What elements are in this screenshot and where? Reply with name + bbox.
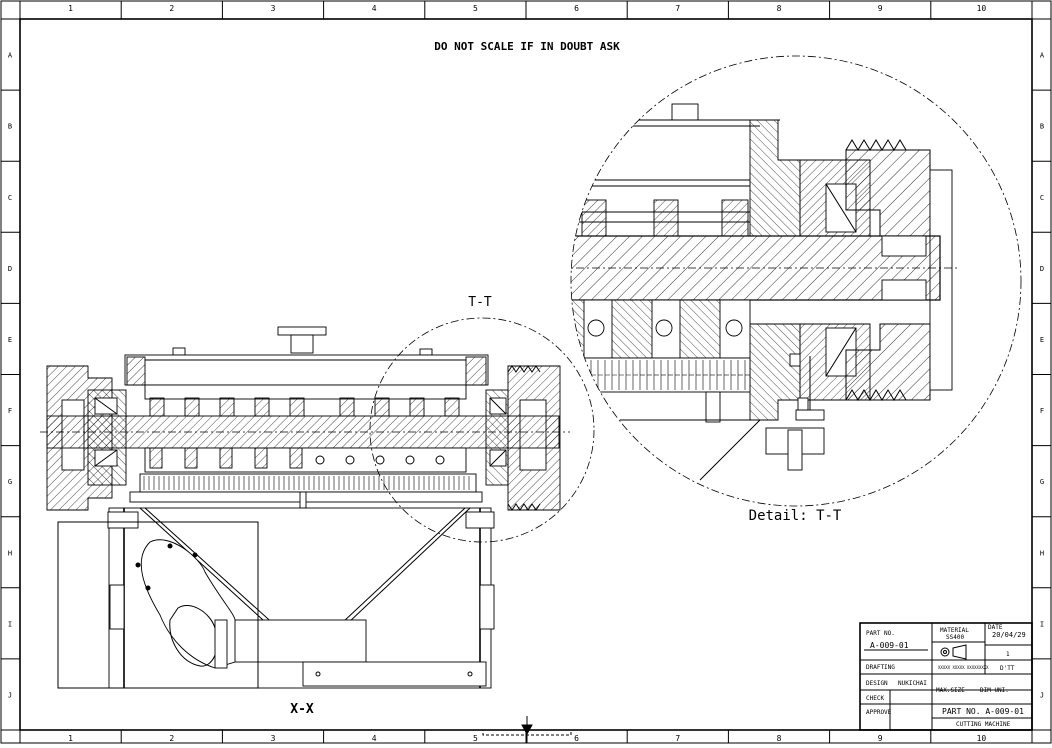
border-column-label: 9 xyxy=(878,734,883,743)
border-column-label: 2 xyxy=(169,4,174,13)
border-row-label: B xyxy=(1040,123,1044,131)
tb-dim-label: DIM UNI. xyxy=(980,687,1009,694)
tb-date-value: 20/04/29 xyxy=(992,631,1026,639)
tb-projection-note: XXXXX XXXXX XXXXXXXXX xyxy=(938,665,989,670)
border-column-label: 5 xyxy=(473,4,478,13)
border-column-label: 3 xyxy=(271,4,276,13)
border-column-label: 5 xyxy=(473,734,478,743)
border-column-label: 10 xyxy=(977,734,987,743)
tb-part-no-label: PART NO. xyxy=(866,630,895,637)
border-column-label: 8 xyxy=(777,4,782,13)
border-row-label: F xyxy=(1040,407,1044,415)
tb-drafting-label: DRAFTING xyxy=(866,664,895,671)
tb-sheet-value: 1 xyxy=(1006,651,1010,658)
border-row-label: D xyxy=(8,265,12,273)
border-row-label: H xyxy=(1040,549,1044,557)
tb-check-label: CHECK xyxy=(866,695,884,702)
border-row-label: I xyxy=(1040,620,1044,628)
border-column-label: 6 xyxy=(574,4,579,13)
section-view-x-x xyxy=(40,326,570,689)
center-mark xyxy=(482,716,572,743)
section-view-label: X-X xyxy=(290,702,314,717)
border-row-label: F xyxy=(8,407,12,415)
border-column-label: 1 xyxy=(68,4,73,13)
border-column-label: 1 xyxy=(68,734,73,743)
border-column-label: 6 xyxy=(574,734,579,743)
tb-revision-value: D'TT xyxy=(1000,665,1015,672)
tb-part-no-value: A-009-01 xyxy=(870,641,909,650)
border-column-label: 7 xyxy=(675,734,680,743)
tb-material-value: SS400 xyxy=(946,634,964,641)
detail-marker-circle xyxy=(369,317,595,543)
border-column-label: 4 xyxy=(372,734,377,743)
border-row-label: H xyxy=(8,549,12,557)
border-row-label: G xyxy=(8,478,12,486)
border-row-label: J xyxy=(8,691,12,699)
border-row-label: A xyxy=(8,52,13,60)
border-column-label: 3 xyxy=(271,734,276,743)
border-column-label: 10 xyxy=(977,4,987,13)
note-text: DO NOT SCALE IF IN DOUBT ASK xyxy=(434,40,620,53)
border-column-label: 4 xyxy=(372,4,377,13)
border-row-label: E xyxy=(8,336,12,344)
tb-description: CUTTING MACHINE xyxy=(956,721,1011,728)
tb-material-label: MATERIAL xyxy=(940,627,969,634)
tb-part-no-big: PART NO. A-009-01 xyxy=(942,707,1024,716)
border-column-label: 7 xyxy=(675,4,680,13)
border-row-label: B xyxy=(8,123,12,131)
border-row-label: G xyxy=(1040,478,1044,486)
tb-approve-label: APPROVE xyxy=(866,709,892,716)
border-row-label: C xyxy=(8,194,12,202)
border-row-label: D xyxy=(1040,265,1044,273)
detail-view-t-t xyxy=(570,55,1022,507)
border-row-label: C xyxy=(1040,194,1044,202)
tb-design-value: NUKICHAI xyxy=(898,680,927,687)
border-column-label: 8 xyxy=(777,734,782,743)
border-column-label: 2 xyxy=(169,734,174,743)
detail-view-label: Detail: T-T xyxy=(749,508,842,524)
tb-design-label: DESIGN xyxy=(866,680,888,687)
border-row-label: E xyxy=(1040,336,1044,344)
title-block xyxy=(859,622,1033,731)
border-row-label: J xyxy=(1040,691,1044,699)
tb-date-label: DATE xyxy=(988,624,1003,631)
border-column-label: 9 xyxy=(878,4,883,13)
border-row-label: A xyxy=(1040,52,1045,60)
border-row-label: I xyxy=(8,620,12,628)
tb-max-size-label: MAX.SIZE xyxy=(936,687,965,694)
detail-marker-label: T-T xyxy=(468,295,492,310)
